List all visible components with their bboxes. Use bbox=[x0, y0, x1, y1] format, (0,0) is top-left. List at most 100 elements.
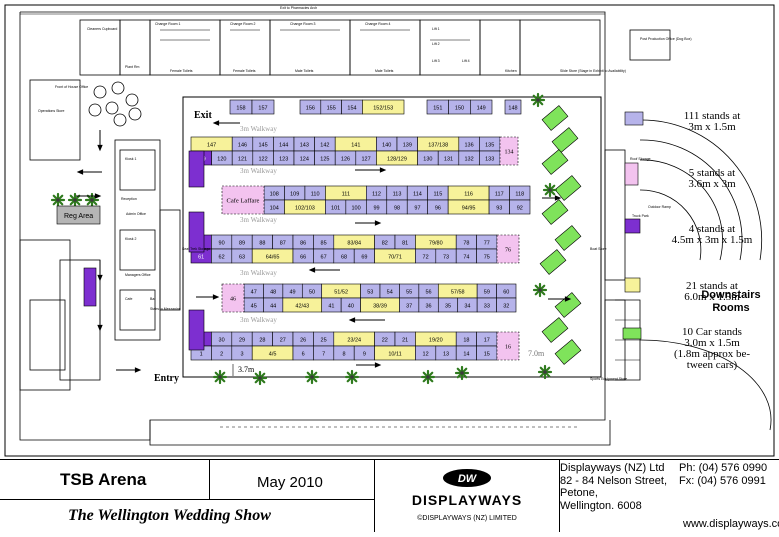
legend-swatch-pink bbox=[624, 162, 639, 186]
stand-112: 112 bbox=[366, 185, 388, 201]
svg-text:48: 48 bbox=[270, 290, 276, 296]
stand-45: 45 bbox=[243, 297, 264, 313]
stand-113: 113 bbox=[386, 185, 408, 201]
stand-116: 116 bbox=[447, 185, 490, 201]
flow-arrow-11 bbox=[76, 193, 102, 199]
venue-name: TSB Arena bbox=[60, 470, 147, 489]
stand-13: 13 bbox=[435, 345, 457, 361]
stand-25: 25 bbox=[313, 331, 335, 347]
svg-text:4/5: 4/5 bbox=[269, 352, 277, 358]
svg-text:128/129: 128/129 bbox=[387, 157, 407, 163]
svg-text:132: 132 bbox=[465, 157, 474, 163]
flow-arrow-6 bbox=[356, 362, 382, 368]
stand-30: 30 bbox=[211, 331, 233, 347]
date-cell: May 2010 bbox=[210, 460, 375, 500]
stand-111: 111 bbox=[325, 185, 367, 201]
stand-114: 114 bbox=[406, 185, 428, 201]
room-label-11: Exit to Pharmacies Arch bbox=[280, 6, 317, 10]
room-label-16: Kitchen bbox=[505, 69, 517, 73]
stand-67: 67 bbox=[313, 248, 335, 264]
svg-text:152/153: 152/153 bbox=[373, 106, 393, 112]
stand-21: 21 bbox=[394, 331, 416, 347]
room-label-12: Lift 1 bbox=[432, 27, 440, 31]
stand-102-103: 102/103 bbox=[284, 199, 326, 215]
company-city: Wellington. 6008 bbox=[560, 499, 642, 512]
table-1 bbox=[93, 85, 107, 99]
stand-22: 22 bbox=[374, 331, 396, 347]
svg-text:35: 35 bbox=[445, 304, 451, 310]
room-label-31: Roof Storage bbox=[630, 157, 651, 161]
stand-69: 69 bbox=[353, 248, 375, 264]
stand-60: 60 bbox=[496, 283, 517, 299]
dimension-3-7m: 3.7m bbox=[238, 365, 255, 374]
svg-text:144: 144 bbox=[279, 143, 288, 149]
entry-label: Entry bbox=[154, 373, 179, 384]
car-stand-10 bbox=[554, 339, 582, 365]
plant-markers bbox=[50, 92, 558, 386]
svg-text:139: 139 bbox=[403, 143, 412, 149]
car-stands bbox=[539, 105, 582, 365]
svg-text:126: 126 bbox=[341, 157, 350, 163]
svg-text:40: 40 bbox=[348, 304, 354, 310]
stand-99: 99 bbox=[366, 199, 388, 215]
stand-56: 56 bbox=[418, 283, 439, 299]
stand-120: 120 bbox=[211, 150, 233, 166]
svg-text:87: 87 bbox=[280, 241, 286, 247]
stand-132: 132 bbox=[458, 150, 480, 166]
stand-149: 149 bbox=[470, 99, 493, 115]
svg-text:88: 88 bbox=[259, 241, 265, 247]
svg-text:155: 155 bbox=[327, 106, 336, 112]
svg-text:92: 92 bbox=[517, 206, 523, 212]
svg-text:41: 41 bbox=[328, 304, 334, 310]
stand-17: 17 bbox=[476, 331, 498, 347]
stand-110: 110 bbox=[304, 185, 326, 201]
svg-text:150: 150 bbox=[455, 106, 464, 112]
stand-18: 18 bbox=[455, 331, 477, 347]
svg-text:96: 96 bbox=[435, 206, 441, 212]
svg-text:140: 140 bbox=[382, 143, 391, 149]
svg-text:115: 115 bbox=[434, 192, 443, 198]
room-label-2: Plant Rm bbox=[125, 65, 139, 69]
flow-arrow-10 bbox=[97, 310, 103, 332]
stand-126: 126 bbox=[334, 150, 357, 166]
room-label-9: Male Toilets bbox=[295, 69, 314, 73]
svg-text:42/43: 42/43 bbox=[295, 304, 309, 310]
flow-arrows bbox=[76, 120, 572, 373]
flow-arrow-8 bbox=[76, 169, 102, 175]
svg-text:99: 99 bbox=[373, 206, 379, 212]
svg-text:148: 148 bbox=[508, 106, 517, 112]
stand-137-138: 137/138 bbox=[417, 136, 460, 152]
stand-19-20: 19/20 bbox=[415, 331, 457, 347]
svg-text:75: 75 bbox=[484, 255, 490, 261]
purple-end-stand-3 bbox=[188, 309, 205, 351]
svg-text:82: 82 bbox=[382, 241, 388, 247]
purple-end-stand-4 bbox=[83, 267, 97, 307]
legend-swatch-yellow bbox=[624, 277, 641, 293]
stand-151: 151 bbox=[426, 99, 449, 115]
svg-text:89: 89 bbox=[239, 241, 245, 247]
stand-4-5: 4/5 bbox=[251, 345, 294, 361]
svg-text:154: 154 bbox=[347, 106, 356, 112]
stand-8: 8 bbox=[333, 345, 355, 361]
svg-text:79/80: 79/80 bbox=[429, 241, 443, 247]
stand-26: 26 bbox=[292, 331, 314, 347]
pink-stand-76: 76 bbox=[496, 234, 520, 264]
room-label-4: Change Room 2 bbox=[230, 22, 256, 26]
stand-70-71: 70/71 bbox=[374, 248, 416, 264]
stand-100: 100 bbox=[345, 199, 367, 215]
plant-9 bbox=[252, 370, 268, 386]
stand-130: 130 bbox=[417, 150, 439, 166]
flow-arrow-2 bbox=[355, 167, 387, 173]
stand-115: 115 bbox=[427, 185, 449, 201]
pink-stand-16: 16 bbox=[496, 331, 520, 361]
svg-text:6: 6 bbox=[302, 352, 305, 358]
svg-text:86: 86 bbox=[300, 241, 306, 247]
purple-end-stand-2 bbox=[188, 211, 205, 253]
svg-text:12: 12 bbox=[423, 352, 429, 358]
svg-text:141: 141 bbox=[351, 143, 360, 149]
stand-81: 81 bbox=[394, 234, 416, 250]
stand-94-95: 94/95 bbox=[447, 199, 490, 215]
room-label-34: Sports Equipment Store bbox=[590, 377, 627, 381]
stand-53: 53 bbox=[360, 283, 381, 299]
